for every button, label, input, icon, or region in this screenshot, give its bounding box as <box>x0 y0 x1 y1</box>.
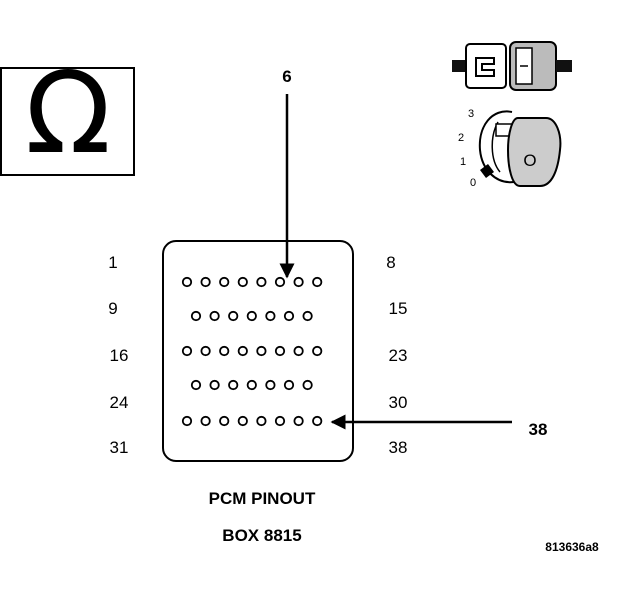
position-label: 1 <box>460 156 466 168</box>
pin-label-left: 1 <box>108 253 117 272</box>
connector-pin <box>200 276 211 288</box>
position-label: 0 <box>470 177 476 189</box>
connector-pin <box>246 379 257 391</box>
connector-pin <box>312 345 323 357</box>
key-letter: O <box>523 151 536 170</box>
ohm-symbol: Ω <box>25 49 111 179</box>
pin-label-left: 16 <box>110 346 129 365</box>
connector-pin <box>312 415 323 427</box>
pin-label-right: 38 <box>389 438 408 457</box>
connector-pin <box>274 415 286 427</box>
position-label: 3 <box>468 108 474 120</box>
connector-pin <box>293 345 304 357</box>
pin-label-left: 31 <box>110 438 129 457</box>
connector-pin <box>237 345 248 357</box>
connector-pin <box>302 310 313 322</box>
connector-pin <box>228 379 239 391</box>
connector-pin <box>219 415 230 427</box>
pin-label-left: 9 <box>108 299 117 318</box>
connector-pin <box>274 345 286 357</box>
connector-pin <box>265 379 276 391</box>
connector-pin <box>209 310 220 322</box>
connector-pin <box>200 415 211 427</box>
connector-pin <box>181 276 193 288</box>
connector-pin <box>256 345 267 357</box>
pin-grid <box>181 276 323 427</box>
connector-pin <box>181 415 193 427</box>
connector-pin <box>256 415 267 427</box>
connector-pin <box>200 345 211 357</box>
pin-label-right: 15 <box>389 299 408 318</box>
connector-pin <box>293 415 304 427</box>
probe-label-right: 38 <box>529 420 548 439</box>
connector-pin <box>256 276 267 288</box>
connector-pin <box>293 276 304 288</box>
connector-pin <box>302 379 313 391</box>
connector-pin <box>190 310 202 322</box>
position-indicator-icon <box>480 164 494 178</box>
connector-pin <box>312 276 323 288</box>
connector-pin <box>237 415 248 427</box>
pin-label-right: 30 <box>389 393 408 412</box>
connector-pin <box>219 276 230 288</box>
key-switch-icon: O 3 2 1 0 <box>458 108 562 189</box>
connector-pin <box>190 379 202 391</box>
connector-pin <box>181 345 193 357</box>
ohmmeter-icon: Ω <box>0 49 135 179</box>
connector-pin <box>228 310 239 322</box>
figure-reference: 813636a8 <box>545 540 599 554</box>
probe-label-top: 6 <box>282 67 291 86</box>
connector-pin <box>274 276 286 288</box>
caption-title: PCM PINOUT <box>209 489 316 508</box>
connector-pin <box>283 379 295 391</box>
pin-label-right: 23 <box>389 346 408 365</box>
connector-pin <box>265 310 276 322</box>
connector-pin <box>283 310 295 322</box>
connector-icon <box>452 41 572 91</box>
pin-label-right: 8 <box>386 253 395 272</box>
pin-label-left: 24 <box>110 393 129 412</box>
connector-pin <box>209 379 220 391</box>
position-label: 2 <box>458 132 464 144</box>
connector-pin <box>219 345 230 357</box>
caption-subtitle: BOX 8815 <box>222 526 301 545</box>
connector-pin <box>246 310 257 322</box>
connector-pin <box>237 276 248 288</box>
